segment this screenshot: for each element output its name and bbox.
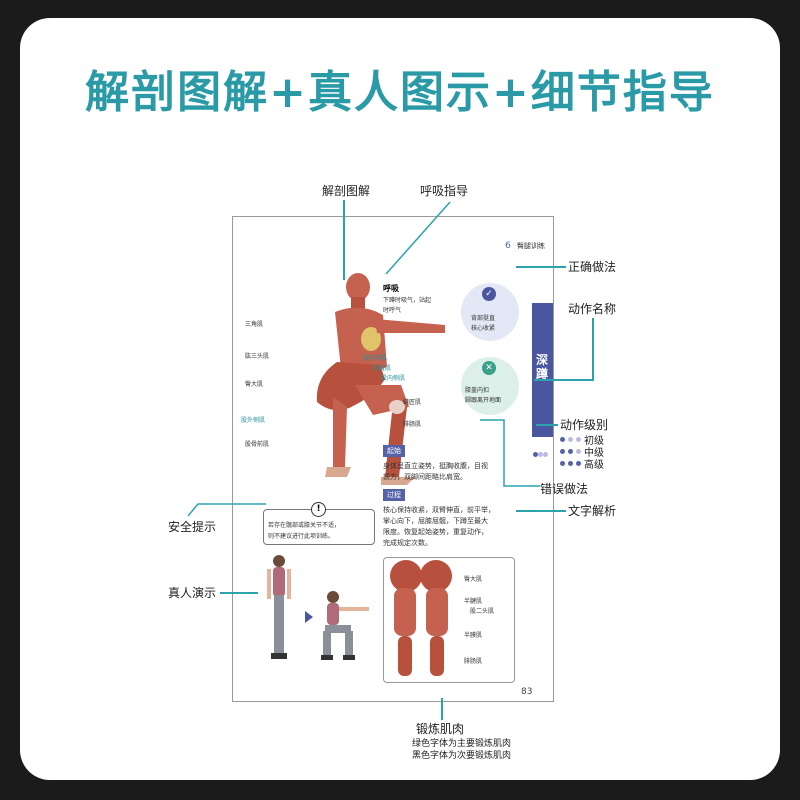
check-icon: ✓ bbox=[482, 287, 496, 301]
muscle-label: 肱三头肌 bbox=[245, 353, 270, 360]
muscle-label: 臀大肌 bbox=[245, 381, 264, 388]
callout-anatomy: 解剖图解 bbox=[322, 184, 371, 198]
muscle-label: 腓肠肌 bbox=[464, 658, 483, 665]
process-text: 掌心向下，屈膝屈髋，下蹲至最大 bbox=[383, 517, 488, 525]
card: 解剖图解+真人图示+细节指导 6 臀腿训练 呼吸 下蹲时吸气，站起 时呼气 bbox=[20, 18, 780, 780]
leader-line bbox=[385, 201, 451, 275]
breath-title: 呼吸 bbox=[383, 284, 399, 293]
callout-text-analysis: 文字解析 bbox=[568, 504, 617, 518]
back-muscle-diagram: 臀大肌 半腱肌 股二头肌 半膜肌 腓肠肌 bbox=[383, 557, 515, 683]
muscle-label: 缝匠肌 bbox=[403, 399, 422, 406]
leader-line bbox=[441, 698, 443, 720]
process-tag: 过程 bbox=[383, 489, 405, 501]
level-dot bbox=[568, 449, 573, 454]
callout-correct: 正确做法 bbox=[568, 260, 617, 274]
breath-text-2: 时呼气 bbox=[383, 307, 402, 314]
leader-line bbox=[480, 419, 540, 487]
level-dot bbox=[533, 452, 538, 457]
muscle-label-primary: 股直肌 bbox=[373, 365, 392, 372]
real-demo-photo bbox=[267, 555, 369, 660]
leader-line bbox=[534, 379, 594, 381]
level-label: 初级 bbox=[584, 436, 604, 447]
correct-item: 核心收紧 bbox=[471, 325, 496, 332]
level-label: 中级 bbox=[584, 448, 604, 459]
muscle-label-primary: 股内侧肌 bbox=[381, 375, 406, 382]
wrong-item: 膝盖内扣 bbox=[465, 387, 490, 394]
leader-line bbox=[343, 200, 345, 280]
callout-muscles: 锻炼肌肉 bbox=[416, 722, 465, 736]
warning-icon: ! bbox=[311, 502, 326, 517]
leader-line bbox=[516, 510, 566, 512]
callout-real-demo: 真人演示 bbox=[168, 586, 217, 600]
muscle-label-primary: 股中间肌 bbox=[363, 355, 388, 362]
level-dots bbox=[533, 442, 548, 461]
callout-wrong: 错误做法 bbox=[540, 482, 589, 496]
anatomy-figure bbox=[316, 273, 445, 485]
level-dot bbox=[543, 452, 548, 457]
callout-breathing: 呼吸指导 bbox=[420, 184, 469, 198]
chapter-header: 6 臀腿训练 bbox=[505, 241, 545, 251]
level-advanced: 高级 bbox=[560, 456, 604, 471]
muscle-label: 腓肠肌 bbox=[403, 421, 422, 428]
safety-text-1: 若存在髋部或膝关节不适， bbox=[268, 522, 341, 529]
start-text-1: 身体呈直立姿势，挺胸收腹，目视 bbox=[383, 462, 488, 470]
start-text-2: 前方，双脚间距略比肩宽。 bbox=[383, 473, 467, 481]
muscle-label: 臀大肌 bbox=[464, 576, 483, 583]
process-text: 完成规定次数。 bbox=[383, 539, 432, 547]
muscle-label-primary: 股外侧肌 bbox=[241, 417, 266, 424]
correct-circle: ✓ 背部挺直 核心收紧 bbox=[461, 283, 519, 341]
leader-line bbox=[536, 424, 558, 426]
action-name-tab: 深蹲 bbox=[532, 303, 553, 437]
leader-line bbox=[516, 266, 566, 268]
level-dot bbox=[560, 449, 565, 454]
correct-item: 背部挺直 bbox=[471, 315, 496, 322]
headline: 解剖图解+真人图示+细节指导 bbox=[85, 67, 715, 118]
level-dot bbox=[576, 449, 581, 454]
level-label: 高级 bbox=[584, 460, 604, 471]
process-text: 限度。恢复起始姿势，重复动作， bbox=[383, 528, 488, 536]
chapter-title: 臀腿训练 bbox=[516, 242, 545, 250]
level-dot bbox=[568, 461, 573, 466]
level-dot bbox=[568, 437, 573, 442]
muscle-label: 三角肌 bbox=[245, 321, 264, 328]
action-name: 深蹲 bbox=[535, 353, 548, 381]
wrong-item: 脚跟离开地面 bbox=[465, 397, 502, 404]
level-beginner: 初级 bbox=[560, 432, 604, 447]
chapter-number: 6 bbox=[505, 241, 511, 251]
process-text: 核心保持收紧，双臂伸直，前平举， bbox=[383, 506, 495, 514]
leader-line bbox=[592, 318, 594, 380]
muscle-label: 股骨前肌 bbox=[245, 441, 270, 448]
wrong-circle: ✕ 膝盖内扣 脚跟离开地面 bbox=[461, 357, 519, 415]
level-dot bbox=[560, 437, 565, 442]
muscle-label: 股二头肌 bbox=[470, 608, 495, 615]
leader-line bbox=[220, 592, 258, 594]
safety-text-2: 则不建议进行此项训练。 bbox=[268, 533, 335, 540]
back-legs-figure bbox=[390, 560, 452, 676]
page-number: 83 bbox=[521, 687, 533, 697]
muscles-note-2: 黑色字体为次要锻炼肌肉 bbox=[412, 751, 512, 761]
level-dot bbox=[538, 452, 543, 457]
level-intermediate: 中级 bbox=[560, 444, 604, 459]
muscles-note-1: 绿色字体为主要锻炼肌肉 bbox=[412, 739, 512, 749]
start-tag: 起始 bbox=[383, 445, 405, 457]
callout-action-name: 动作名称 bbox=[568, 302, 617, 316]
safety-box: ! 若存在髋部或膝关节不适， 则不建议进行此项训练。 bbox=[263, 502, 375, 545]
cross-icon: ✕ bbox=[482, 361, 496, 375]
level-dot bbox=[576, 461, 581, 466]
breath-text-1: 下蹲时吸气，站起 bbox=[383, 297, 432, 304]
callout-safety: 安全提示 bbox=[168, 520, 217, 534]
leader-line bbox=[188, 503, 266, 517]
callout-level: 动作级别 bbox=[560, 418, 609, 432]
muscle-label: 半腱肌 bbox=[464, 598, 483, 605]
level-dot bbox=[576, 437, 581, 442]
muscle-label: 半膜肌 bbox=[464, 632, 483, 639]
level-dot bbox=[560, 461, 565, 466]
book-page: 6 臀腿训练 呼吸 下蹲时吸气，站起 时呼气 三角肌 肱三头肌 臀大肌 股外侧肌… bbox=[232, 216, 554, 702]
